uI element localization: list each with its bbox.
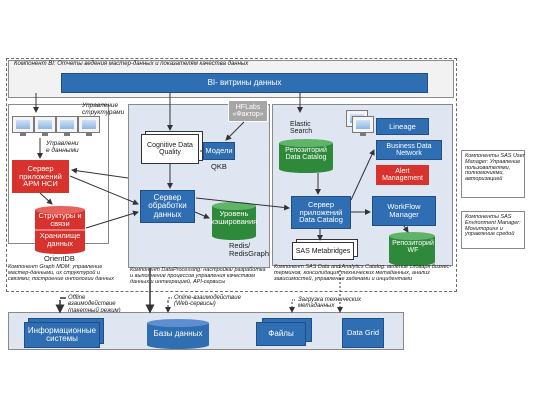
outer-frame — [6, 58, 457, 292]
app-server-arm-box[interactable]: Сервер приложений АРМ НСИ — [12, 160, 69, 193]
user-manager-box: Компоненты SAS User Manager: Управление … — [461, 150, 525, 198]
wf-repo-label: Репозиторий WF — [392, 240, 434, 255]
elastic-search-label: Elastic Search — [290, 121, 313, 136]
offline-label: Offline взаимодействие (пакетный режим) — [68, 295, 121, 314]
databases-label: Базы данных — [153, 329, 203, 338]
structures-links-label: Структуры и связи — [38, 211, 82, 228]
catalog-component-description: Компонент SAS Data and Analytics Catalog… — [274, 264, 452, 282]
online-label: Online-взаимодействие (Web-сервисы) — [174, 295, 241, 308]
orientdb-label: OrientDB — [44, 254, 75, 263]
cognitive-dq-label: Cognitive Data Quality — [147, 142, 193, 156]
management-structure-label: Управление структурами — [82, 102, 125, 116]
monitor-icon — [78, 116, 100, 136]
data-management-label: Управлени е данными — [46, 140, 79, 154]
monitor-icon — [12, 116, 34, 136]
cognitive-dq-box[interactable]: Cognitive Data Quality — [141, 134, 199, 164]
catalog-repo-cylinder[interactable] — [278, 139, 334, 173]
lineage-box[interactable]: Lineage — [376, 118, 429, 135]
metabridges-box[interactable]: SAS Metabridges — [292, 242, 354, 260]
catalog-repo-label: Репозиторий Data Catalog — [285, 147, 327, 162]
monitor-icon — [56, 116, 78, 136]
models-box[interactable]: Модели — [203, 142, 235, 160]
tech-metadata-label: Загрузка технических метаданных — [298, 297, 361, 310]
cache-level-label: Уровень кэширования — [211, 209, 258, 226]
graph-mdm-description: Компонент Graph MDM: управление мастер-д… — [8, 264, 115, 282]
wf-repo-cylinder[interactable] — [388, 232, 436, 266]
files-box[interactable]: Файлы — [256, 322, 306, 346]
monitor-icon — [352, 116, 374, 136]
workflow-manager-box[interactable]: WorkFlow Manager — [372, 196, 436, 226]
metabridges-label: SAS Metabridges — [295, 247, 351, 255]
env-manager-box: Компоненты SAS Environment Manager: Мони… — [461, 211, 525, 249]
redis-label: Redis/ RedisGraph — [229, 241, 270, 258]
processing-server-box[interactable]: Сервер обработки данных — [140, 190, 195, 223]
cache-cylinder[interactable] — [211, 202, 257, 240]
hflabs-box[interactable]: HFLabs «Фактор» — [228, 100, 268, 122]
databases-cylinder[interactable] — [146, 318, 210, 350]
data-processing-description: Компонент DataProcessing: настройка/ раз… — [130, 267, 266, 285]
alert-management-box[interactable]: Alert Management — [376, 165, 429, 185]
data-grid-box[interactable]: Data Grid — [342, 318, 384, 348]
bdn-box[interactable]: Business Data Network — [376, 140, 442, 160]
orientdb-cylinder[interactable] — [34, 206, 86, 254]
monitor-icon — [34, 116, 56, 136]
env-manager-label: Компоненты SAS Environment Manager: Мони… — [465, 214, 521, 238]
data-stores-label: Хранилище данных — [39, 231, 81, 248]
bi-component-label: Компонент BI: Отчеты ведения мастер-данн… — [14, 61, 249, 67]
bi-showcases-box[interactable]: BI- витрины данных — [61, 73, 428, 93]
user-manager-label: Компоненты SAS User Manager: Управление … — [465, 153, 525, 183]
info-systems-box[interactable]: Информационные системы — [24, 322, 100, 348]
catalog-server-box[interactable]: Сервер приложений Data Catalog — [291, 196, 351, 229]
qkb-label: QKB — [211, 162, 227, 171]
